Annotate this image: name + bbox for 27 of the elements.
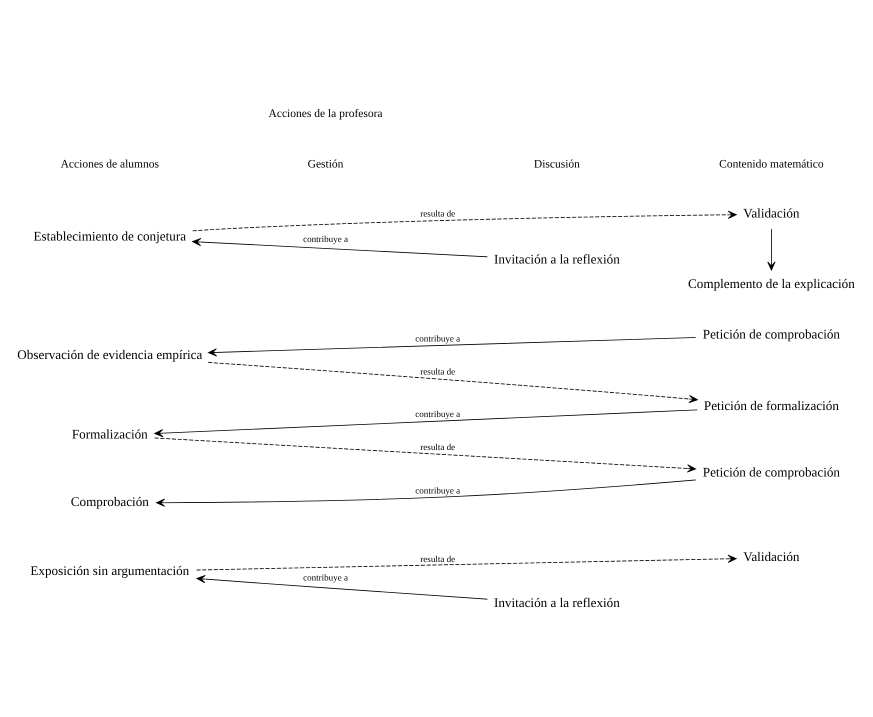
edge-label: resulta de xyxy=(420,366,456,376)
edge-label: contribuye a xyxy=(415,333,460,344)
node-text: Petición de comprobación xyxy=(702,326,840,341)
label: Discusión xyxy=(534,158,580,170)
node-text: Formalización xyxy=(72,426,148,442)
node-text: Validación xyxy=(743,204,800,220)
node-text: Exposición sin argumentación xyxy=(30,562,190,578)
node-text: Observación de evidencia empírica xyxy=(17,346,202,362)
label: Acciones de alumnos xyxy=(60,158,159,170)
edge-label: contribuye a xyxy=(303,572,348,582)
edge-label: resulta de xyxy=(420,442,456,452)
node-text: Validación xyxy=(743,548,800,564)
node-text: Complemento de la explicación xyxy=(688,276,855,291)
node-text: Establecimiento de conjetura xyxy=(34,228,186,243)
label: Contenido matemático xyxy=(719,158,824,170)
node-text: Invitación a la reflexión xyxy=(494,251,620,266)
edge-label: resulta de xyxy=(420,208,456,218)
node-text: Petición de comprobación xyxy=(702,464,840,479)
label: Gestión xyxy=(308,158,344,170)
label: Acciones de la profesora xyxy=(268,108,383,120)
edge-label: contribuye a xyxy=(415,485,460,496)
node-text: Comprobación xyxy=(70,493,149,508)
edge-label: contribuye a xyxy=(415,408,460,419)
edge-label: resulta de xyxy=(420,553,456,564)
node-text: Petición de formalización xyxy=(704,397,839,412)
node-text: Invitación a la reflexión xyxy=(494,594,620,610)
edge-label: contribuye a xyxy=(303,234,348,244)
